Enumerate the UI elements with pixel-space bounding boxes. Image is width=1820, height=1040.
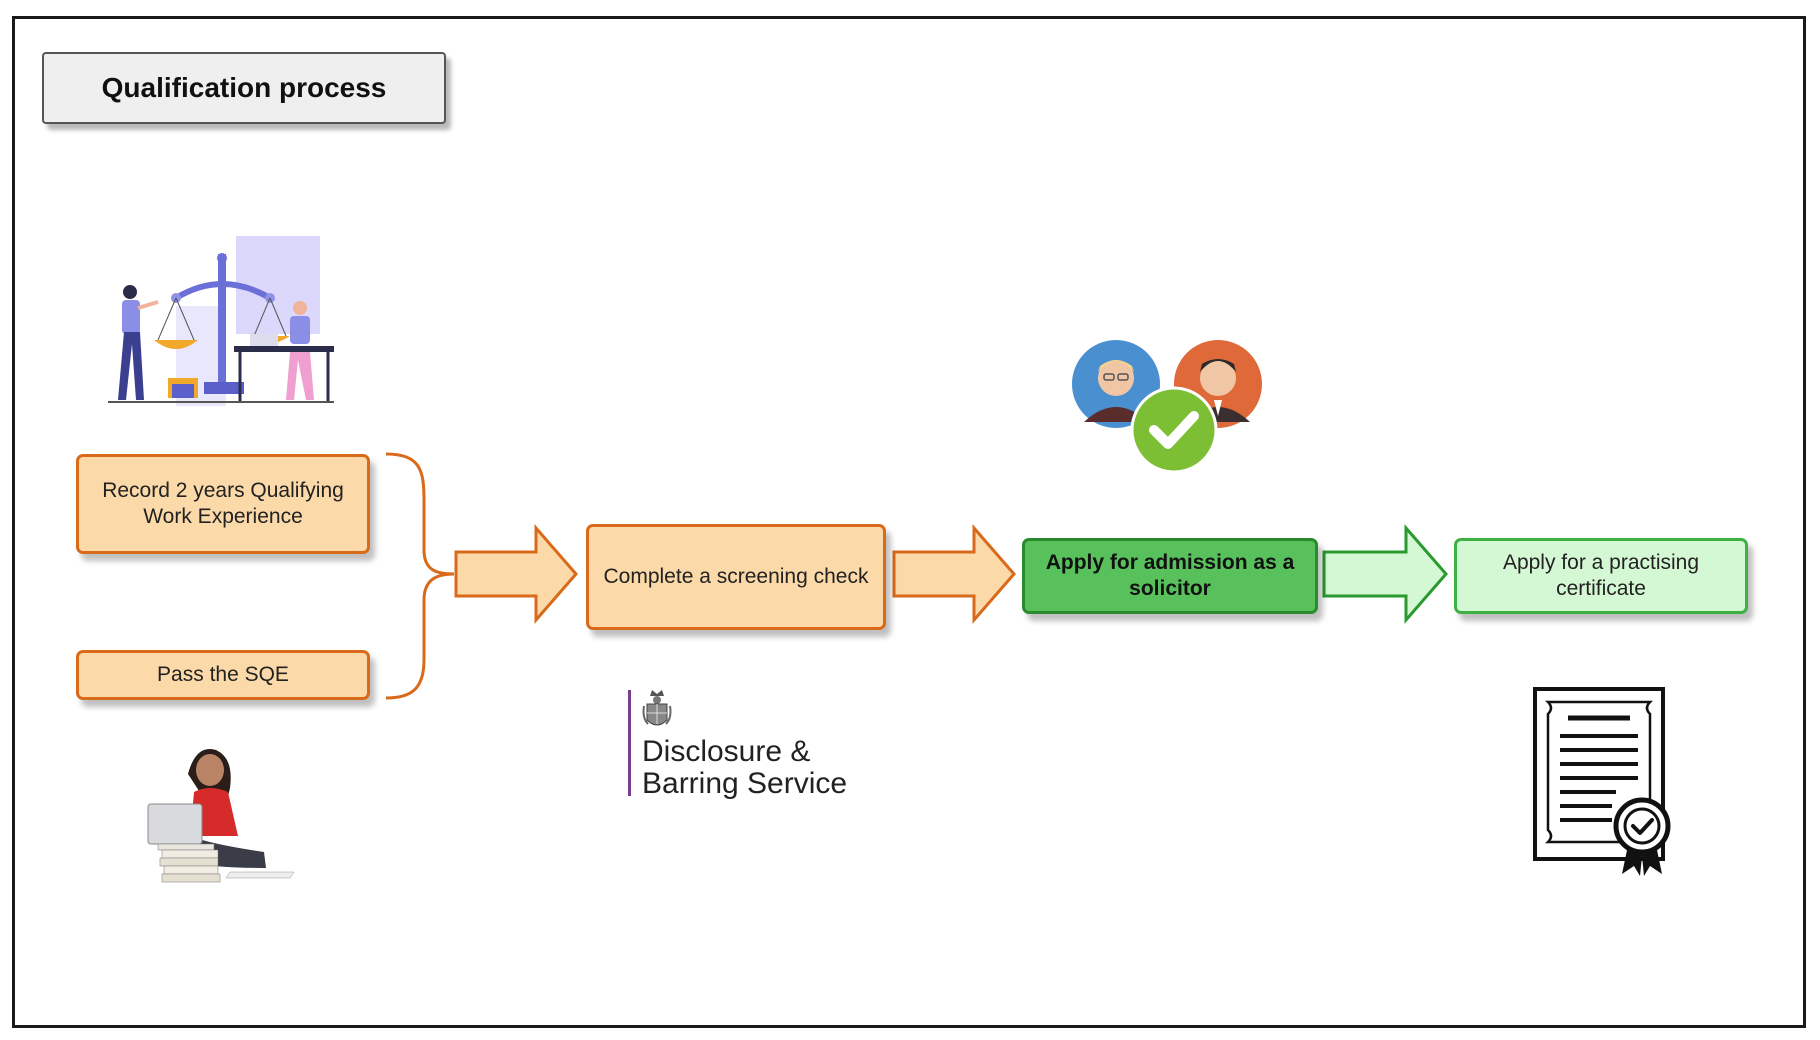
approved-solicitors-icon	[1072, 340, 1262, 474]
scales-of-justice-illustration	[108, 236, 334, 406]
arrow-to-certificate	[1322, 523, 1448, 625]
step-record-qwe: Record 2 years Qualifying Work Experienc…	[76, 454, 370, 554]
royal-crest-icon	[642, 690, 672, 726]
step-screening-check: Complete a screening check	[586, 524, 886, 630]
merge-brace	[385, 452, 455, 700]
step-practising-certificate: Apply for a practising certificate	[1454, 538, 1748, 614]
dbs-logo-text: Disclosure & Barring Service	[642, 736, 847, 800]
diagram-frame	[12, 16, 1806, 1028]
certificate-icon	[1533, 687, 1671, 876]
page-title: Qualification process	[42, 52, 446, 124]
arrow-to-screening	[454, 523, 578, 625]
step-apply-admission: Apply for admission as a solicitor	[1022, 538, 1318, 614]
dbs-logo-line1: Disclosure &	[642, 735, 811, 768]
student-with-laptop-illustration	[147, 749, 295, 883]
arrow-to-admission	[892, 523, 1016, 625]
step-pass-sqe: Pass the SQE	[76, 650, 370, 700]
dbs-logo-divider	[628, 690, 631, 796]
dbs-logo-line2: Barring Service	[642, 767, 848, 800]
